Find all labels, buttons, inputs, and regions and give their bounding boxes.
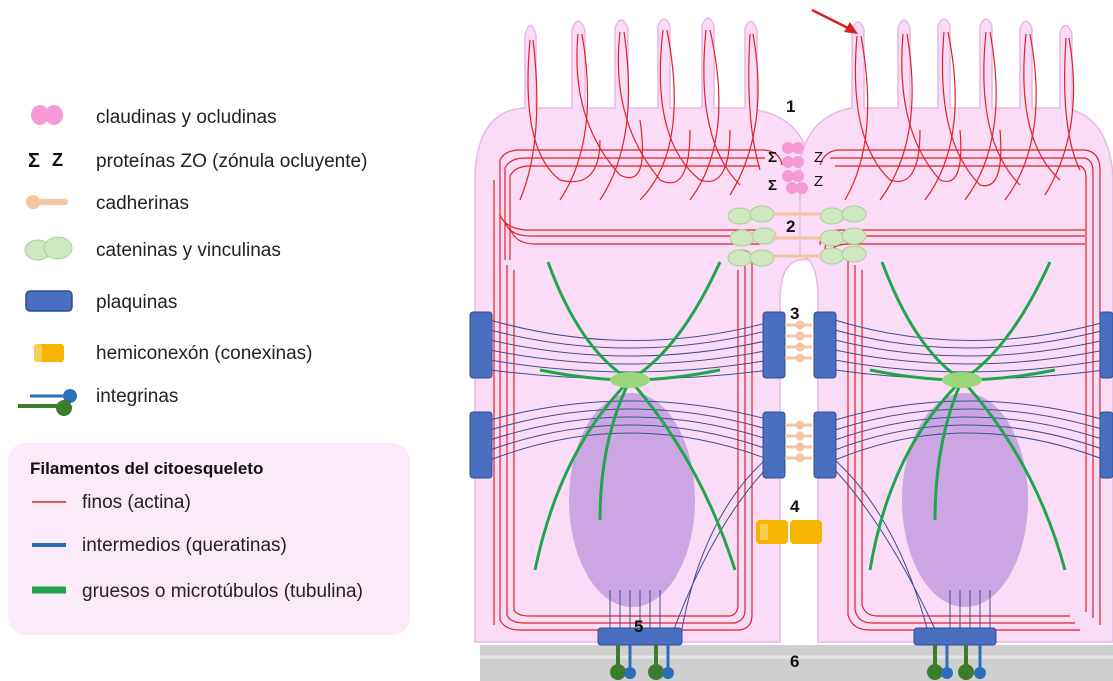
marker-6: 6 bbox=[790, 652, 799, 671]
right-cell bbox=[800, 19, 1113, 680]
legend-label-claudins: claudinas y ocludinas bbox=[96, 107, 277, 128]
catenin-icon bbox=[25, 237, 72, 260]
svg-text:Σ: Σ bbox=[768, 149, 777, 166]
left-cell bbox=[470, 18, 810, 680]
right-hemidesmosome bbox=[914, 628, 996, 645]
legend-label-cadherins: cadherinas bbox=[96, 193, 189, 214]
filament-legend-title: Filamentos del citoesqueleto bbox=[30, 459, 263, 478]
right-plakin-4 bbox=[1100, 412, 1113, 478]
marker-4: 4 bbox=[790, 497, 800, 516]
claudin-icon bbox=[31, 105, 63, 125]
filament-label-keratin: intermedios (queratinas) bbox=[82, 535, 287, 556]
cadherin-icon bbox=[26, 195, 68, 209]
marker-5: 5 bbox=[634, 617, 643, 636]
desmosome-cadherins bbox=[785, 322, 812, 461]
svg-text:Σ: Σ bbox=[768, 177, 777, 194]
legend-label-hemiconnexon: hemiconexón (conexinas) bbox=[96, 343, 313, 364]
svg-text:Z: Z bbox=[814, 149, 823, 166]
svg-text:Z: Z bbox=[52, 150, 63, 170]
left-plakin-3 bbox=[763, 312, 785, 378]
gap-junction bbox=[756, 520, 822, 544]
filament-label-tubulin: gruesos o microtúbulos (tubulina) bbox=[82, 581, 363, 602]
legend: claudinas y ocludinas Σ Z proteínas ZO (… bbox=[8, 105, 410, 635]
legend-label-integrins: integrinas bbox=[96, 386, 178, 407]
integrin-icon bbox=[18, 389, 77, 416]
right-plakin-2 bbox=[814, 412, 836, 478]
plakin-icon bbox=[26, 291, 72, 311]
right-plakin-1 bbox=[814, 312, 836, 378]
zo-protein-icon: Σ Z bbox=[28, 150, 63, 172]
svg-text:Z: Z bbox=[814, 173, 823, 190]
legend-label-plakins: plaquinas bbox=[96, 292, 177, 313]
marker-1: 1 bbox=[786, 97, 795, 116]
marker-2: 2 bbox=[786, 217, 795, 236]
legend-label-catenins: cateninas y vinculinas bbox=[96, 240, 281, 261]
filament-label-actin: finos (actina) bbox=[82, 492, 191, 513]
right-centrosome bbox=[942, 372, 982, 388]
svg-text:Σ: Σ bbox=[28, 150, 40, 172]
left-plakin-1 bbox=[470, 312, 492, 378]
right-plakin-3 bbox=[1100, 312, 1113, 378]
left-plakin-4 bbox=[763, 412, 785, 478]
legend-label-zo: proteínas ZO (zónula ocluyente) bbox=[96, 151, 367, 172]
marker-3: 3 bbox=[790, 304, 799, 323]
left-plakin-2 bbox=[470, 412, 492, 478]
red-arrow bbox=[812, 10, 858, 34]
filament-legend-box: Filamentos del citoesqueleto finos (acti… bbox=[8, 443, 410, 635]
hemiconnexon-icon bbox=[34, 344, 64, 362]
left-centrosome bbox=[610, 372, 650, 388]
